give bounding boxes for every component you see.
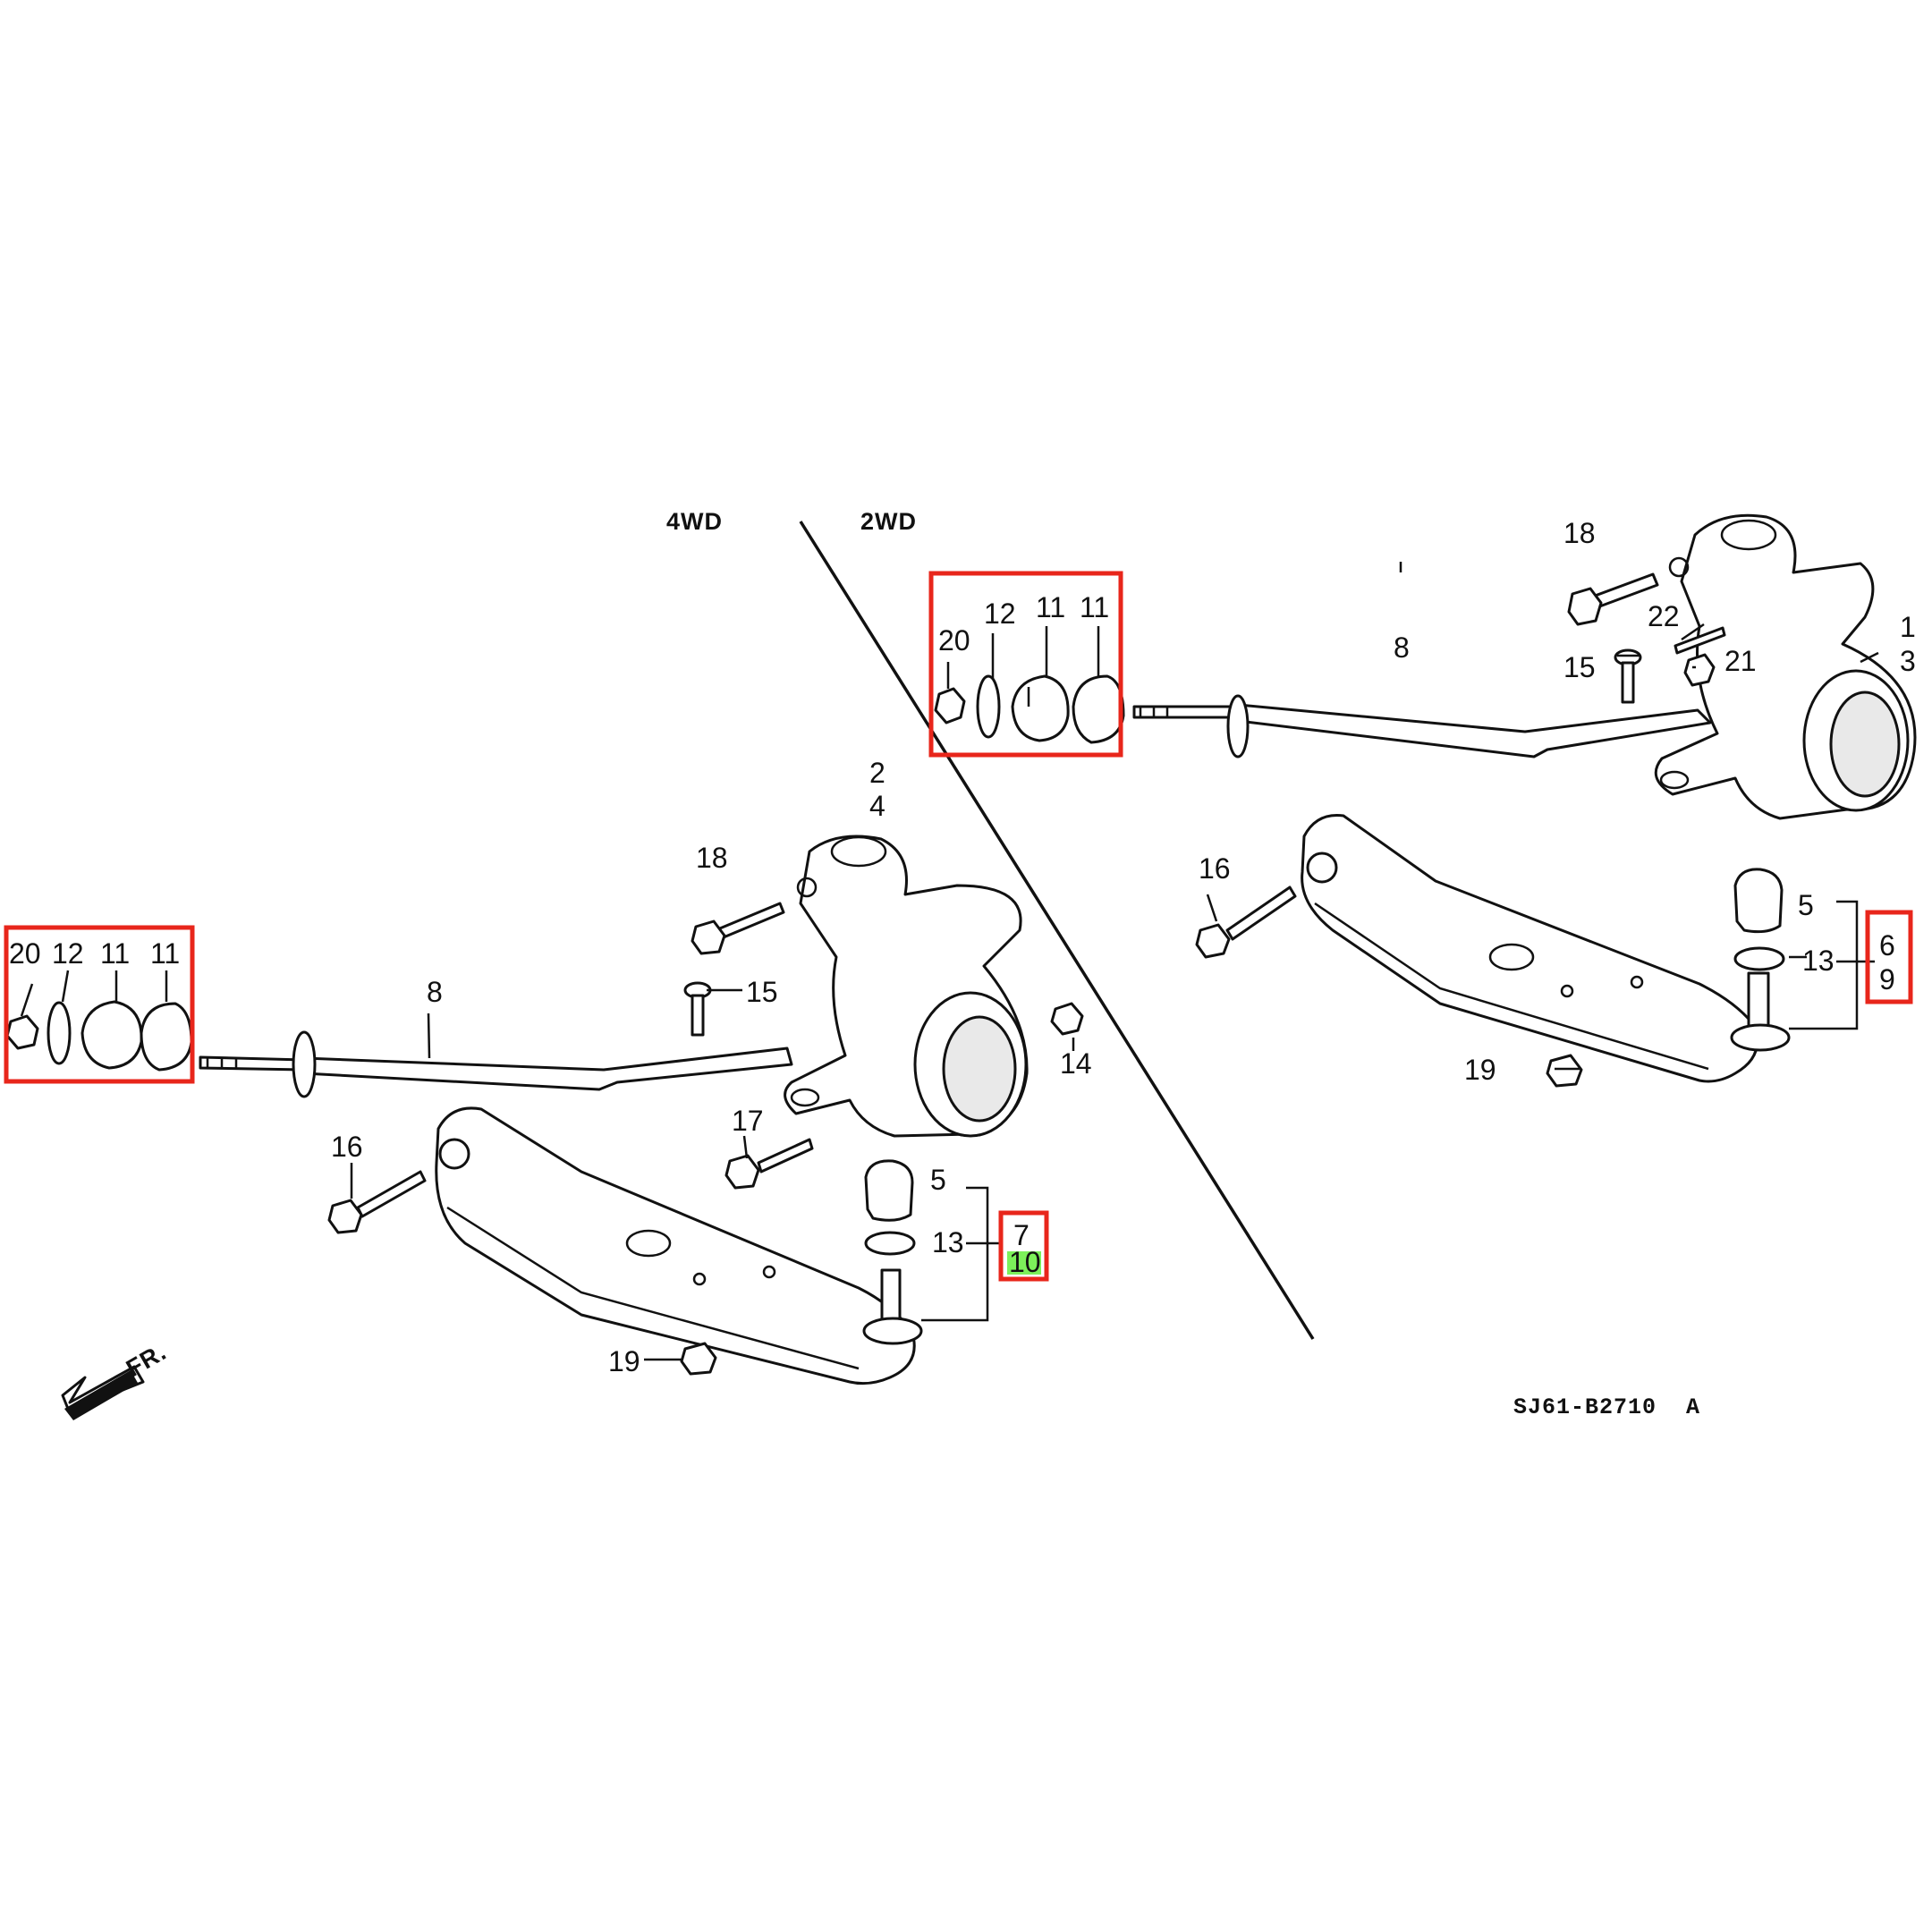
divider-line	[799, 521, 1315, 1340]
stabilizer-bar-left	[199, 1030, 793, 1098]
label-16-left: 16	[331, 1131, 363, 1163]
label-8-right: 8	[1394, 631, 1410, 664]
label-6: 6	[1879, 929, 1895, 962]
steering-knuckle-left	[784, 835, 1029, 1138]
bolt-15-left	[683, 981, 712, 1037]
bolt-18-right	[1567, 572, 1659, 626]
label-17: 17	[732, 1105, 764, 1137]
highlight-box-bushings-left	[4, 925, 195, 1084]
highlight-box-bushings-right	[928, 571, 1123, 758]
label-3: 3	[1900, 645, 1916, 677]
bolt-15-right	[1614, 648, 1642, 704]
label-9: 9	[1879, 963, 1895, 996]
label-1: 1	[1900, 611, 1916, 643]
label-5-left: 5	[930, 1164, 946, 1196]
label-14: 14	[1060, 1047, 1092, 1080]
bolt-17	[724, 1138, 814, 1190]
label-18-right: 18	[1563, 517, 1596, 549]
bolt-16-left	[327, 1170, 427, 1234]
label-13-left: 13	[932, 1226, 964, 1258]
label-16-right: 16	[1199, 852, 1231, 885]
ball-joint-left	[862, 1159, 923, 1345]
label-19-right: 19	[1464, 1054, 1496, 1086]
label-11b-right: 11	[1080, 591, 1109, 623]
stabilizer-bar-right	[1132, 694, 1712, 758]
label-8-left: 8	[427, 976, 443, 1008]
lower-control-arm-right	[1301, 813, 1758, 1083]
label-13-right: 13	[1802, 945, 1835, 977]
diagram-code: SJ61-B2710	[1513, 1394, 1657, 1420]
bushing-group-left	[4, 925, 195, 1084]
label-11a-left: 11	[100, 937, 130, 970]
highlight-green-assembly-left	[1007, 1251, 1041, 1275]
header-2wd: 2WD	[860, 508, 917, 535]
bushing-group-right	[928, 571, 1125, 758]
bolt-18-left	[691, 902, 785, 955]
label-12-right: 12	[984, 597, 1016, 630]
ball-joint-right	[1730, 868, 1791, 1052]
front-arrow: FR.	[61, 1338, 171, 1420]
label-7: 7	[1013, 1219, 1030, 1251]
lower-control-arm-left	[435, 1106, 916, 1385]
label-15-right: 15	[1563, 651, 1596, 683]
steering-knuckle-right	[1654, 513, 1917, 820]
label-22: 22	[1648, 600, 1680, 632]
label-10: 10	[1009, 1246, 1041, 1278]
label-21: 21	[1724, 645, 1757, 677]
label-12-left: 12	[52, 937, 84, 970]
nut-19-right	[1546, 1054, 1583, 1088]
diagram-code-suffix: A	[1686, 1394, 1700, 1420]
label-11a-right: 11	[1036, 591, 1065, 623]
highlight-box-assembly-right	[1865, 910, 1913, 1004]
highlight-box-assembly-left	[998, 1210, 1049, 1282]
label-2: 2	[869, 757, 886, 789]
castle-nut-21	[1683, 653, 1716, 687]
label-15-left: 15	[746, 976, 778, 1008]
label-18-left: 18	[696, 842, 728, 874]
label-5-right: 5	[1798, 889, 1814, 921]
nut-14	[1050, 1002, 1084, 1036]
label-19-left: 19	[608, 1345, 640, 1377]
bolt-16-right	[1195, 886, 1297, 959]
nut-19-left	[680, 1342, 717, 1376]
cotter-pin-22	[1674, 626, 1726, 655]
label-20-left: 20	[9, 937, 41, 970]
header-4wd: 4WD	[666, 508, 723, 535]
label-11b-left: 11	[150, 937, 180, 970]
label-20-right: 20	[938, 624, 970, 657]
label-4: 4	[869, 790, 886, 822]
